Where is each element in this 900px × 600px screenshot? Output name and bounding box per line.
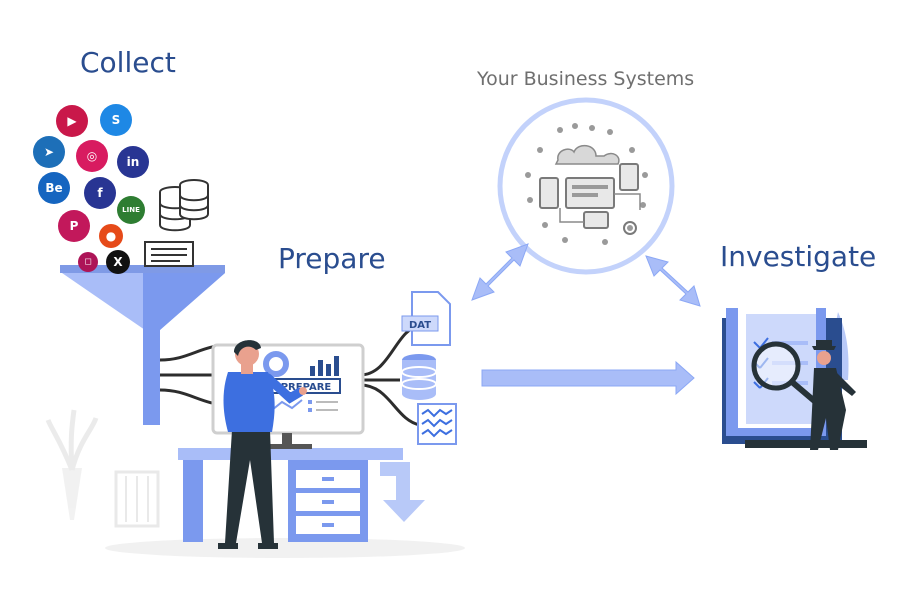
youtube-icon: ▶ xyxy=(56,105,88,137)
prepare-screen-button-text: PREPARE xyxy=(281,382,332,393)
skype-icon-glyph: S xyxy=(111,113,121,127)
dat-file-icon: DAT xyxy=(401,291,451,346)
collect-stage-label: Collect xyxy=(80,46,176,79)
report-sheet-icon xyxy=(417,403,457,445)
youtube-icon-glyph: ▶ xyxy=(67,114,77,128)
pinterest-icon-glyph: P xyxy=(69,219,79,233)
business-systems-circle xyxy=(497,97,675,275)
behance-icon: Be xyxy=(38,172,70,204)
telegram-icon: ➤ xyxy=(33,136,65,168)
facebook-icon: f xyxy=(84,177,116,209)
double-arrow-to-investigate xyxy=(645,255,701,307)
double-arrow-to-systems xyxy=(471,243,529,301)
instagram-icon: ◻ xyxy=(78,252,98,272)
funnel-icon xyxy=(60,265,225,425)
instagram-icon-glyph: ◻ xyxy=(84,257,92,267)
wastebasket-icon xyxy=(114,470,160,528)
analyst-person-icon xyxy=(218,340,307,549)
database-icon xyxy=(401,354,437,400)
telegram-icon-glyph: ➤ xyxy=(43,145,55,159)
dribbble-icon-glyph: ◎ xyxy=(86,149,98,163)
dat-file-label: DAT xyxy=(409,320,431,331)
linkedin-icon: in xyxy=(117,146,149,178)
data-stack-icon xyxy=(159,179,209,232)
desk-icon xyxy=(178,448,425,542)
pinterest-icon: P xyxy=(58,210,90,242)
line-icon: LINE xyxy=(117,196,145,224)
dribbble-icon: ◎ xyxy=(76,140,108,172)
prepare-stage-label: Prepare xyxy=(278,242,386,275)
linkedin-icon-glyph: in xyxy=(126,155,140,169)
forward-arrow xyxy=(481,360,695,396)
behance-icon-glyph: Be xyxy=(45,181,63,195)
document-icon xyxy=(144,241,194,267)
x-icon: X xyxy=(106,250,130,274)
reddit-icon-glyph: ● xyxy=(105,229,117,243)
facebook-icon-glyph: f xyxy=(97,186,103,200)
skype-icon: S xyxy=(100,104,132,136)
floor-shadow xyxy=(105,538,465,558)
business-systems-label: Your Business Systems xyxy=(477,68,695,90)
investigate-stage-label: Investigate xyxy=(720,240,877,273)
detective-icon xyxy=(810,340,856,450)
line-icon-glyph: LINE xyxy=(122,206,140,214)
reddit-icon: ● xyxy=(99,224,123,248)
x-icon-glyph: X xyxy=(113,255,123,269)
pipeline-connector xyxy=(159,323,421,427)
background-plant-icon xyxy=(45,409,99,520)
